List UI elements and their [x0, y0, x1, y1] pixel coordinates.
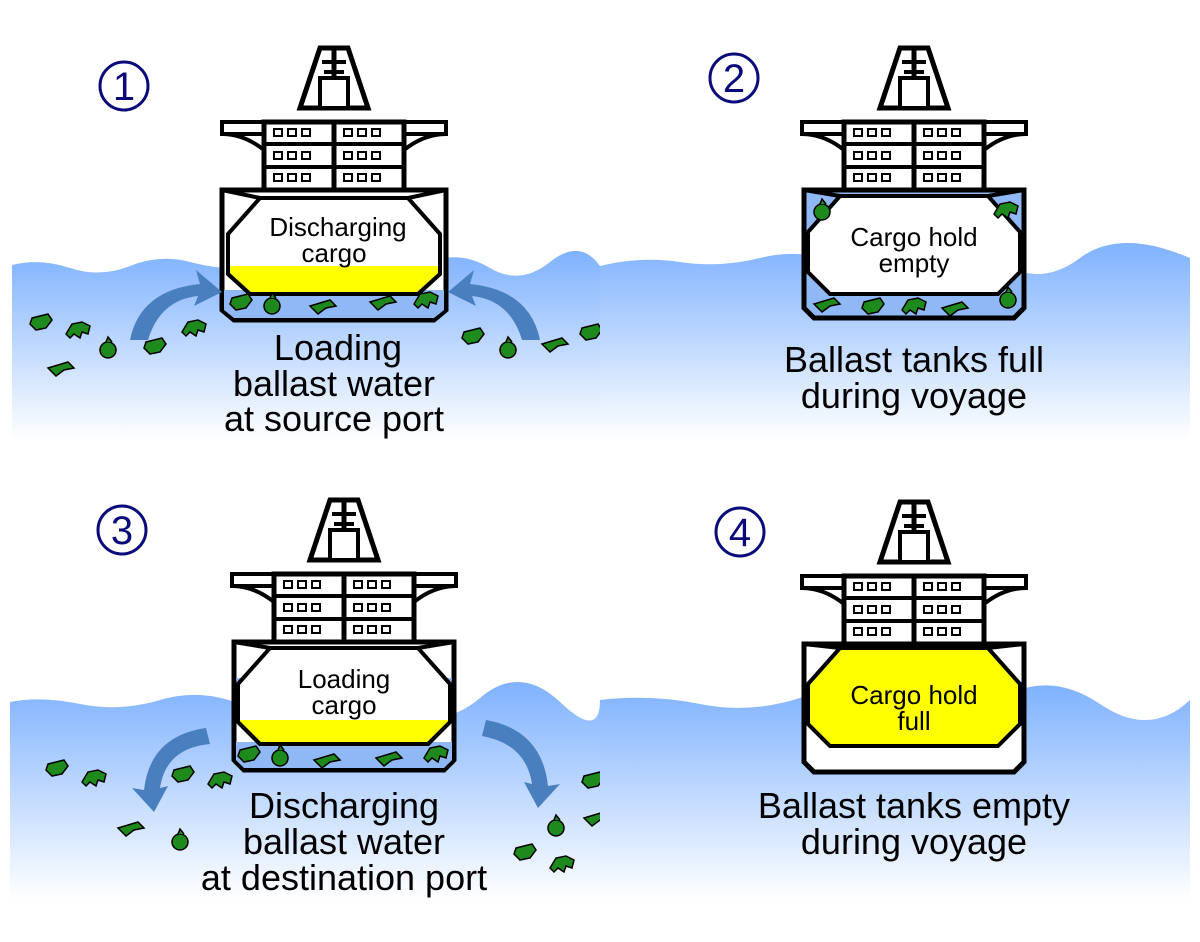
- sea-4: [600, 685, 1190, 900]
- hold-label-2b: empty: [879, 248, 950, 278]
- arrow-out-right: [482, 720, 560, 808]
- caption-3b: ballast water: [243, 821, 445, 862]
- panel-2: 2 Cargo hold empty Ballast tanks full du…: [600, 48, 1190, 440]
- hold-label-1a: Discharging: [269, 212, 406, 242]
- caption-1b: ballast water: [233, 363, 435, 404]
- step-number-circle-4: [714, 506, 766, 558]
- sea-2: [600, 243, 1190, 440]
- step-number-circle-3: [96, 504, 148, 556]
- caption-1a: Loading: [274, 327, 402, 368]
- panel-4: 4 Cargo hold full Ballast tanks empty du…: [600, 502, 1190, 900]
- hold-label-3b: cargo: [311, 690, 376, 720]
- ship-2: Cargo hold empty: [802, 48, 1026, 321]
- ship-1: Discharging cargo: [219, 48, 449, 323]
- arrow-in-left: [130, 270, 222, 340]
- step-number-circle-2: [708, 52, 760, 104]
- hold-label-2a: Cargo hold: [850, 222, 977, 252]
- caption-4b: during voyage: [801, 821, 1027, 862]
- cargo-fill-1: [230, 266, 438, 292]
- arrow-out-left: [132, 728, 210, 812]
- step-number-4: 4: [729, 511, 751, 555]
- cargo-fill-3: [240, 720, 448, 742]
- hold-outline-4: [806, 646, 1022, 748]
- caption-1c: at source port: [224, 398, 444, 439]
- step-number-3: 3: [111, 509, 133, 553]
- step-number-circle-1: [98, 60, 150, 112]
- step-number-1: 1: [113, 65, 135, 109]
- caption-4a: Ballast tanks empty: [758, 785, 1070, 826]
- caption-3a: Discharging: [249, 785, 439, 826]
- hold-label-4a: Cargo hold: [850, 680, 977, 710]
- caption-3c: at destination port: [201, 857, 487, 898]
- arrow-in-right: [448, 270, 540, 340]
- hold-label-3a: Loading: [298, 664, 391, 694]
- caption-2a: Ballast tanks full: [784, 339, 1044, 380]
- ship-4: Cargo hold full: [802, 502, 1026, 775]
- step-number-2: 2: [723, 57, 745, 101]
- caption-2b: during voyage: [801, 375, 1027, 416]
- ship-3: Loading cargo: [232, 500, 456, 773]
- ballast-3b: [236, 742, 452, 768]
- hold-label-4b: full: [897, 706, 930, 736]
- panel-1: 1 Discharging cargo Loading ballast wate…: [12, 48, 635, 440]
- panel-3: 3 Loading cargo Discharging ballast: [10, 500, 647, 900]
- hold-label-1b: cargo: [301, 238, 366, 268]
